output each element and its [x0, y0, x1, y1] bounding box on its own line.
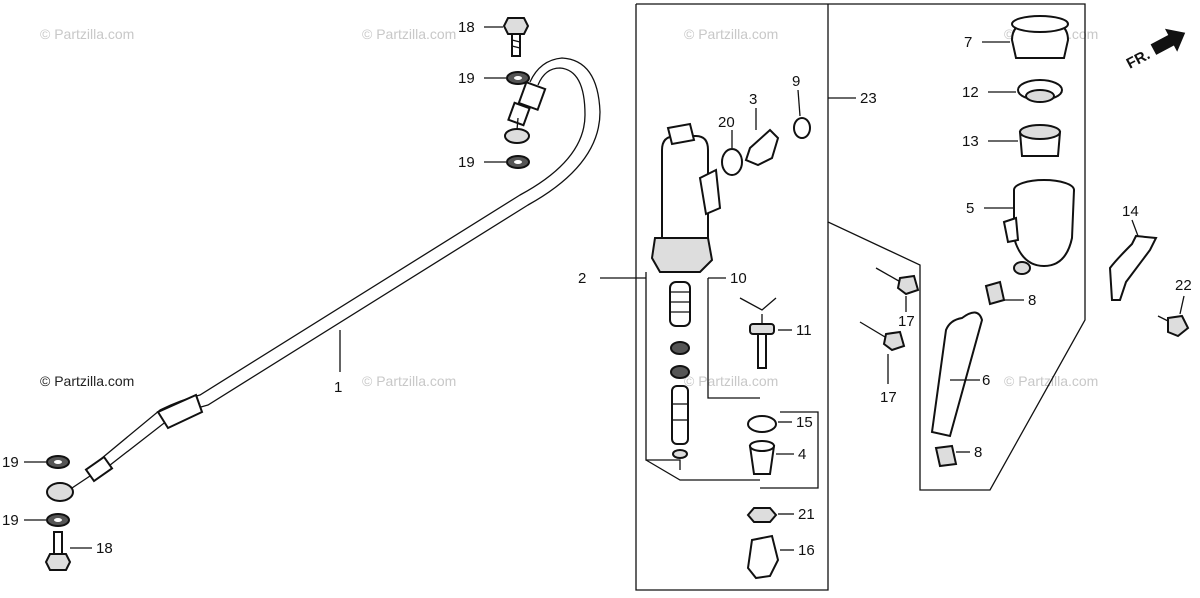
callout-21: 21: [798, 506, 815, 523]
washer-19-d: 19: [2, 512, 70, 529]
front-direction-indicator: FR.: [1124, 28, 1186, 73]
front-label: FR.: [1124, 46, 1153, 72]
watermark: © Partzilla.com: [40, 26, 134, 42]
callout-6: 6: [982, 372, 990, 389]
callout-19-b: 19: [458, 154, 475, 171]
callout-18-bottom: 18: [96, 540, 113, 557]
bolt-18-top: 18: [458, 17, 530, 57]
callout-5: 5: [966, 200, 974, 217]
callout-2: 2: [578, 270, 586, 287]
watermark: © Partzilla.com: [362, 26, 456, 42]
callout-10: 10: [730, 270, 747, 287]
callout-20: 20: [718, 114, 735, 131]
callout-22: 22: [1175, 277, 1192, 294]
callout-19-d: 19: [2, 512, 19, 529]
washer-19-c: 19: [2, 454, 70, 471]
callout-9: 9: [792, 73, 800, 90]
callout-14: 14: [1122, 203, 1139, 220]
brake-hose-assembly: 1: [46, 57, 601, 502]
callout-18-top: 18: [458, 19, 475, 36]
reservoir-group: 7 12 13 5 8 6 8 17: [859, 15, 1075, 468]
callout-8-upper: 8: [1028, 292, 1036, 309]
bracket-14: 14: [1108, 203, 1158, 301]
bolt-17-upper: 17: [875, 267, 920, 330]
callout-23: 23: [860, 90, 877, 107]
watermark: © Partzilla.com: [40, 373, 134, 389]
bolt-18-bottom: 18: [44, 531, 113, 571]
callout-12: 12: [962, 84, 979, 101]
front-arrow-icon: [1150, 28, 1186, 55]
callout-16: 16: [798, 542, 815, 559]
callout-13: 13: [962, 133, 979, 150]
callout-4: 4: [798, 446, 806, 463]
callout-19-c: 19: [2, 454, 19, 471]
callout-17-upper: 17: [898, 313, 915, 330]
callout-11: 11: [796, 322, 812, 339]
callout-15: 15: [796, 414, 813, 431]
callout-1: 1: [334, 379, 342, 396]
watermark: © Partzilla.com: [684, 373, 778, 389]
callout-3: 3: [749, 91, 757, 108]
washer-19-a: 19: [458, 70, 530, 87]
callout-7: 7: [964, 34, 972, 51]
callout-17-lower: 17: [880, 389, 897, 406]
bolt-17-lower: 17: [859, 321, 906, 406]
washer-19-b: 19: [458, 154, 530, 171]
master-cylinder-group: 2 10 20 3 9 23 11 15 4: [578, 3, 1086, 591]
watermarks: © Partzilla.com © Partzilla.com © Partzi…: [40, 26, 1098, 389]
callout-19-a: 19: [458, 70, 475, 87]
watermark: © Partzilla.com: [684, 26, 778, 42]
watermark: © Partzilla.com: [362, 373, 456, 389]
bolt-22: 22: [1157, 277, 1192, 338]
callout-8-lower: 8: [974, 444, 982, 461]
